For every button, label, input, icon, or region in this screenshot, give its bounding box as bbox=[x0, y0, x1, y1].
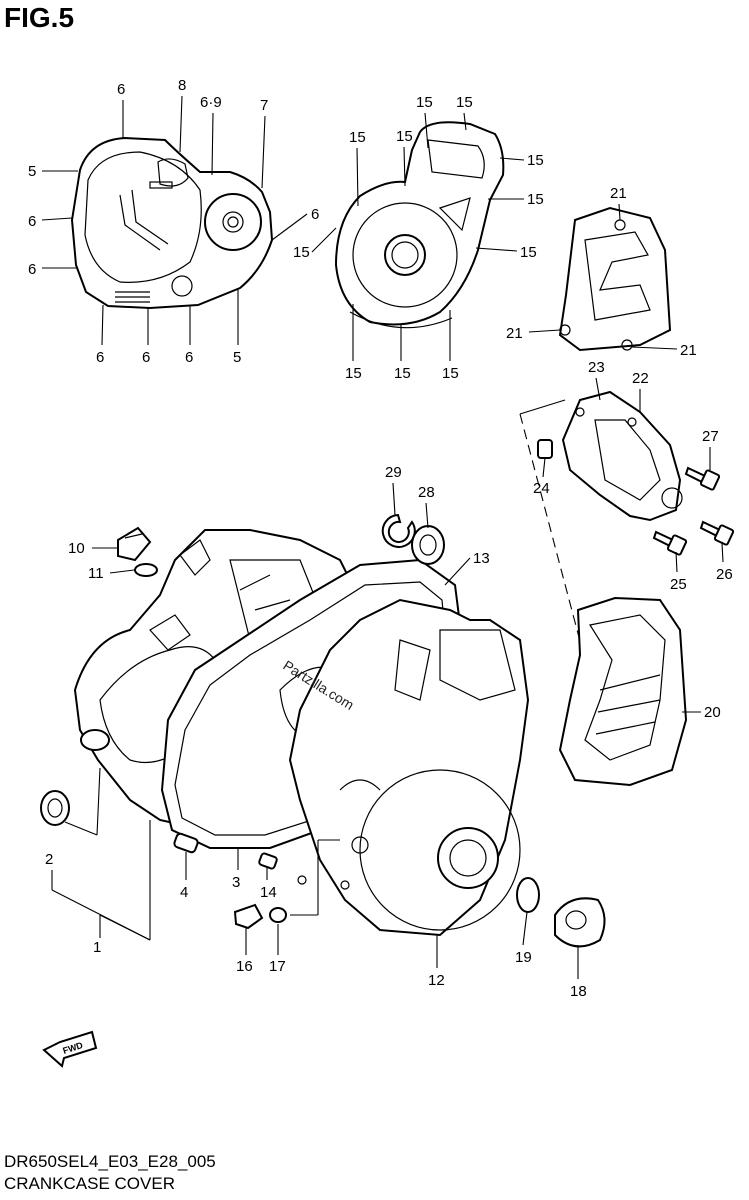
callout-21: 21 bbox=[506, 325, 523, 342]
cap-18 bbox=[554, 897, 606, 948]
shift-cover bbox=[561, 390, 683, 522]
callout-6: 6 bbox=[28, 261, 36, 278]
bolt-27 bbox=[684, 466, 721, 491]
callout-6: 6 bbox=[142, 349, 150, 366]
cover-callouts: 29 28 13 16 17 12 19 18 bbox=[236, 464, 587, 1000]
callout-15: 15 bbox=[456, 94, 473, 111]
callout-15: 15 bbox=[394, 365, 411, 382]
figure-title: FIG.5 bbox=[4, 2, 75, 33]
callout-11: 11 bbox=[88, 565, 104, 582]
callout-15: 15 bbox=[345, 365, 362, 382]
callout-18: 18 bbox=[570, 983, 587, 1000]
callout-6: 6 bbox=[185, 349, 193, 366]
shift-cover-callouts: 23 22 27 24 25 26 bbox=[519, 359, 733, 661]
callout-12: 12 bbox=[428, 972, 445, 989]
clutch-cover-callouts: 6 8 6·9 7 5 6 6 6 6 6 6 5 bbox=[28, 77, 319, 366]
fwd-arrow-icon: FWD bbox=[42, 1030, 98, 1068]
callout-29: 29 bbox=[385, 464, 402, 481]
callout-5: 5 bbox=[233, 349, 241, 366]
callout-6: 6 bbox=[28, 213, 36, 230]
circlip-29 bbox=[381, 513, 416, 548]
sprocket-cover-upper bbox=[558, 206, 672, 352]
callout-15: 15 bbox=[442, 365, 459, 382]
callout-15: 15 bbox=[520, 244, 537, 261]
right-crankcase-cover bbox=[288, 598, 530, 937]
callout-10: 10 bbox=[68, 540, 85, 557]
dowel-pin-24 bbox=[537, 439, 553, 459]
sprocket-cover-lower-callouts: 20 bbox=[682, 704, 721, 721]
callout-22: 22 bbox=[632, 370, 649, 387]
model-code: DR650SEL4_E03_E28_005 bbox=[4, 1152, 216, 1171]
callout-13: 13 bbox=[473, 550, 490, 567]
callout-8: 8 bbox=[178, 77, 186, 94]
callout-15: 15 bbox=[527, 152, 544, 169]
oil-drain-plug-16 bbox=[233, 903, 264, 930]
sprocket-cover-lower bbox=[558, 596, 688, 787]
callout-21: 21 bbox=[680, 342, 697, 359]
callout-25: 25 bbox=[670, 576, 687, 593]
callout-15: 15 bbox=[293, 244, 310, 261]
callout-24: 24 bbox=[533, 480, 550, 497]
crankcase-callouts: 10 11 2 1 4 3 14 bbox=[45, 540, 277, 956]
oil-filler-cap-10 bbox=[117, 526, 152, 562]
callout-21: 21 bbox=[610, 185, 627, 202]
callout-15: 15 bbox=[527, 191, 544, 208]
callout-6: 6 bbox=[96, 349, 104, 366]
callout-23: 23 bbox=[588, 359, 605, 376]
gasket-17 bbox=[269, 907, 287, 923]
callout-15: 15 bbox=[349, 129, 366, 146]
callout-3: 3 bbox=[232, 874, 240, 891]
callout-17: 17 bbox=[269, 958, 286, 975]
callout-6: 6 bbox=[311, 206, 319, 223]
bolt-26 bbox=[699, 520, 735, 546]
sprocket-cover-upper-callouts: 21 21 21 bbox=[506, 185, 697, 359]
dowel-pin-4 bbox=[173, 832, 199, 854]
callout-28: 28 bbox=[418, 484, 435, 501]
callout-6-9: 6·9 bbox=[200, 94, 222, 111]
clutch-cover bbox=[70, 136, 274, 310]
callout-26: 26 bbox=[716, 566, 733, 583]
callout-16: 16 bbox=[236, 958, 253, 975]
o-ring-11 bbox=[134, 563, 158, 577]
callout-19: 19 bbox=[515, 949, 532, 966]
dowel-pin-14 bbox=[258, 852, 278, 870]
callout-20: 20 bbox=[704, 704, 721, 721]
callout-2: 2 bbox=[45, 851, 53, 868]
callout-15: 15 bbox=[396, 128, 413, 145]
callout-7: 7 bbox=[260, 97, 268, 114]
callout-1: 1 bbox=[93, 939, 101, 956]
oil-seal-2 bbox=[40, 790, 70, 826]
callout-6: 6 bbox=[117, 81, 125, 98]
generator-cover-callouts: 15 15 15 15 15 15 15 15 15 15 15 bbox=[293, 94, 544, 382]
callout-5: 5 bbox=[28, 163, 36, 180]
callout-4: 4 bbox=[180, 884, 188, 901]
generator-cover bbox=[334, 121, 505, 329]
callout-27: 27 bbox=[702, 428, 719, 445]
figure-caption: CRANKCASE COVER bbox=[4, 1174, 175, 1193]
callout-14: 14 bbox=[260, 884, 277, 901]
bearing-28 bbox=[411, 525, 445, 565]
callout-15: 15 bbox=[416, 94, 433, 111]
o-ring-19 bbox=[516, 877, 540, 913]
bolt-25 bbox=[652, 530, 688, 556]
